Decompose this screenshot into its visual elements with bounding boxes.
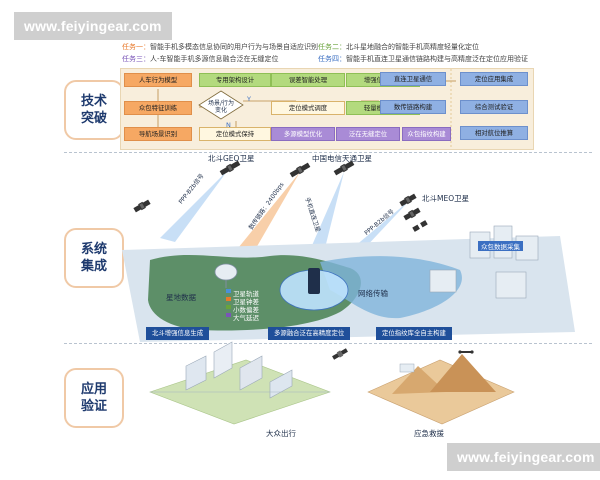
section-system: 系统集成 xyxy=(64,228,124,288)
task-legend-4: 任务四：智能手机直连卫星通信链路构建与高精度泛在定位应用验证 xyxy=(318,55,528,64)
task-1-id: 任务一： xyxy=(122,43,150,51)
label-tiantong: 中国电信天通卫星 xyxy=(312,154,372,163)
task-3-id: 任务三： xyxy=(122,55,150,63)
section-system-label: 系统集成 xyxy=(80,242,107,274)
box-scene-recognition: 导航场景识别 xyxy=(124,127,192,141)
separator-1 xyxy=(64,152,592,153)
watermark-bottom: www.feiyingear.com xyxy=(447,443,600,471)
terrain-sea xyxy=(320,256,462,319)
layer-4: 大气延迟 xyxy=(233,314,259,322)
label-ppp-2: PPP-B2b信号 xyxy=(363,208,396,237)
bar-fusion: 多源融合泛在高精度定位 xyxy=(268,327,351,340)
no-label: N xyxy=(226,121,231,129)
label-datalink: 数传链路：2400bps xyxy=(247,181,286,232)
mountain-scene xyxy=(367,354,515,425)
label-rescue: 应急救援 xyxy=(414,429,444,438)
radar-dish xyxy=(214,263,238,288)
section-apply-label: 应用验证 xyxy=(80,382,107,414)
box-mode-dispatch: 定位模式调度 xyxy=(271,101,345,115)
layer-1: 卫星轨道 xyxy=(233,290,259,298)
watermark-top: www.feiyingear.com xyxy=(14,12,172,40)
fusion-center xyxy=(279,269,349,311)
box-arch-design: 专用架构设计 xyxy=(199,73,271,87)
task-2-text: 北斗星地融合的智能手机高精度轻量化定位 xyxy=(346,43,479,51)
label-ground: 星地数据 xyxy=(166,293,196,302)
decision-diamond xyxy=(198,90,244,120)
diamond-label: 场景/行为变化 xyxy=(207,100,235,114)
box-dead-reckoning: 相对航位推算 xyxy=(460,126,528,140)
section-tech: 技术突破 xyxy=(64,80,124,140)
box-test-verify: 综合测试验证 xyxy=(460,100,528,114)
task-3-text: 人-车智能手机多源信息融合泛在无缝定位 xyxy=(150,55,279,63)
apply-satellite xyxy=(332,348,348,360)
section-apply: 应用验证 xyxy=(64,368,124,428)
task-legend-2: 任务二：北斗星地融合的智能手机高精度轻量化定位 xyxy=(318,43,479,52)
task-legend-3: 任务三：人-车智能手机多源信息融合泛在无缝定位 xyxy=(122,55,279,64)
bar-enhance: 北斗增强信息生成 xyxy=(146,327,210,340)
separator-2 xyxy=(64,343,592,344)
box-datalink: 数传链路构建 xyxy=(380,100,446,114)
label-meo: 北斗MEO卫星 xyxy=(422,194,470,203)
box-error-processing: 误差智能处理 xyxy=(271,73,345,87)
task-2-id: 任务二： xyxy=(318,43,346,51)
drone-icon xyxy=(458,350,474,354)
bar-fingerprint: 定位指纹库全自主构建 xyxy=(376,327,452,340)
box-behavior-model: 人车行为模型 xyxy=(124,73,192,87)
task-4-id: 任务四： xyxy=(318,55,346,63)
city-blocks xyxy=(429,225,539,299)
section-tech-label: 技术突破 xyxy=(80,94,107,126)
layer-3: 小数偏差 xyxy=(233,306,259,314)
city-scene xyxy=(149,341,331,425)
label-ppp-1: PPP-B2b信号 xyxy=(177,172,206,206)
layer-2: 卫星钟差 xyxy=(233,298,259,306)
box-multisource-opt: 多源模型优化 xyxy=(271,127,335,141)
label-phone-direct: 手机直连卫星 xyxy=(303,196,322,234)
box-direct-satcom-2: 直连卫星通信 xyxy=(380,72,446,86)
box-crowd-training: 众包特征训练 xyxy=(124,101,192,115)
task-legend-1: 任务一：智能手机多模态信息协同的用户行为与场景自适应识别 xyxy=(122,43,318,52)
label-geo: 北斗GEO卫星 xyxy=(208,154,255,163)
box-crowd-fingerprint: 众包指纹构建 xyxy=(402,127,451,141)
task-1-text: 智能手机多模态信息协同的用户行为与场景自适应识别 xyxy=(150,43,318,51)
yes-label: Y xyxy=(247,95,251,103)
box-mode-keep: 定位模式保持 xyxy=(199,127,271,141)
layer-legend-dots xyxy=(226,289,231,317)
phone-icon xyxy=(308,268,320,294)
box-app-integration: 定位应用集成 xyxy=(460,72,528,86)
label-netlink: 网络传输 xyxy=(358,289,388,298)
task-4-text: 智能手机直连卫星通信链路构建与高精度泛在定位应用验证 xyxy=(346,55,528,63)
label-crowd: 众包数据采集 xyxy=(478,241,523,251)
box-seamless-position: 泛在无缝定位 xyxy=(336,127,400,141)
label-mass-travel: 大众出行 xyxy=(266,429,296,438)
